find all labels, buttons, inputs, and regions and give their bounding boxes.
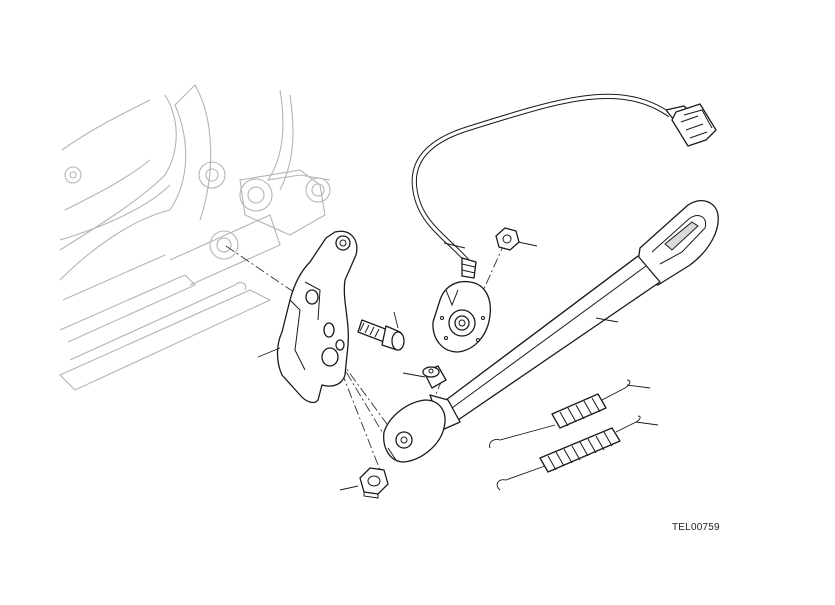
side-stand-leg [383, 200, 719, 463]
side-stand-bracket [276, 230, 358, 404]
flanged-bolt [357, 319, 405, 351]
engine-casing-ghost [59, 84, 331, 391]
sensor-cable [411, 93, 672, 264]
figure-reference-code: TEL00759 [672, 522, 720, 533]
sensor-nut [495, 227, 520, 251]
locknut [359, 467, 389, 499]
cable-connector [665, 103, 717, 147]
side-stand-sensor [432, 257, 491, 353]
long-return-spring [496, 415, 641, 491]
short-return-spring [489, 379, 631, 449]
leader-lines [257, 241, 659, 491]
pivot-pin [422, 365, 447, 389]
